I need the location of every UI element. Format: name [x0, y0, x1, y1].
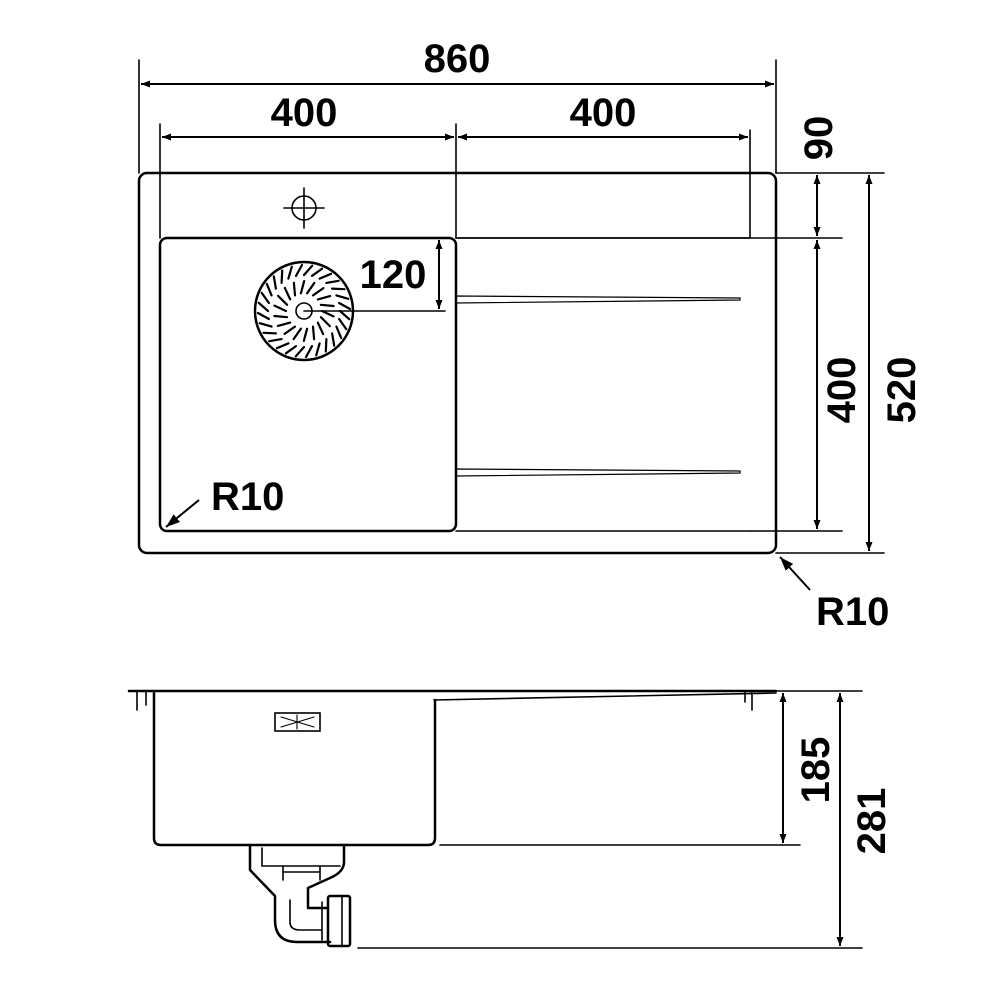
- waste-trap-icon: [248, 843, 352, 948]
- label-bowl-height: 185: [794, 737, 838, 804]
- strainer-slot: [319, 316, 331, 328]
- label-front-rim: 90: [797, 116, 841, 161]
- drainer-ridge-upper: [455, 295, 741, 304]
- strainer-slot: [311, 325, 316, 341]
- strainer-slot: [292, 281, 297, 297]
- radius-outer-arrow: [779, 556, 811, 591]
- strainer-slot: [306, 281, 316, 295]
- strainer-slot: [257, 301, 270, 313]
- strainer-slot: [275, 342, 290, 350]
- strainer-slot: [316, 321, 325, 336]
- bowl-body: [152, 691, 437, 847]
- strainer-slot: [302, 327, 309, 343]
- strainer-slot: [338, 317, 348, 331]
- strainer-slot: [268, 338, 283, 343]
- label-overall-depth: 520: [880, 357, 924, 424]
- strainer-slot: [273, 314, 289, 319]
- strainer-slot: [284, 345, 298, 355]
- strainer-slot: [316, 295, 332, 301]
- strainer-slot: [260, 291, 270, 305]
- strainer-slot: [294, 263, 304, 277]
- radius-inner-arrow: [165, 499, 200, 528]
- strainer-slot: [324, 338, 328, 353]
- strainer-slot: [273, 304, 288, 313]
- strainer-slot: [256, 311, 270, 321]
- strainer-slot: [299, 279, 306, 295]
- strainer-slot: [283, 325, 297, 335]
- sink-outer-outline: [137, 171, 778, 555]
- label-outer-radius: R10: [816, 590, 889, 634]
- strainer-slot: [277, 294, 289, 306]
- overflow-slot-icon: [274, 712, 321, 732]
- strainer-slot: [287, 265, 293, 280]
- strainer-slot: [325, 279, 340, 284]
- strainer-slot: [335, 294, 350, 300]
- strainer-slot: [338, 301, 352, 311]
- label-waste-offset: 120: [360, 253, 427, 297]
- strainer-slot: [272, 275, 277, 290]
- tap-hole-icon: [283, 187, 325, 229]
- strainer-slot: [294, 345, 306, 358]
- label-inner-radius: R10: [211, 475, 284, 519]
- label-total-height: 281: [850, 788, 894, 855]
- strainer-slot: [302, 264, 314, 277]
- bowl-outline: [158, 236, 458, 533]
- label-drainer-width: 400: [570, 91, 637, 135]
- strainer-slot: [280, 269, 284, 284]
- strainer-slot: [304, 345, 314, 359]
- label-bowl-width: 400: [271, 91, 338, 135]
- waste-strainer-icon: [253, 260, 355, 362]
- strainer-slot: [258, 322, 273, 328]
- strainer-slot: [331, 332, 336, 347]
- strainer-slot: [311, 287, 325, 297]
- strainer-slot: [320, 309, 335, 318]
- strainer-slot: [319, 303, 335, 308]
- strainer-slot: [331, 287, 346, 291]
- strainer-slot: [310, 267, 324, 277]
- drainer-ridge-lower: [455, 468, 741, 477]
- strainer-slot: [265, 282, 273, 297]
- strainer-slot: [283, 286, 292, 301]
- side-view: 185 281: [127, 689, 894, 949]
- strainer-slot: [276, 321, 292, 327]
- strainer-slot: [262, 331, 277, 335]
- strainer-slot: [338, 309, 351, 321]
- strainer-slot: [292, 327, 302, 341]
- label-bowl-depth: 400: [820, 357, 864, 424]
- label-overall-width: 860: [424, 37, 491, 81]
- strainer-slot: [315, 342, 321, 357]
- top-view: 860 400 400 90 400 520 120 R10 R10: [137, 37, 924, 634]
- strainer-slot: [335, 325, 343, 340]
- strainer-slot: [318, 272, 333, 280]
